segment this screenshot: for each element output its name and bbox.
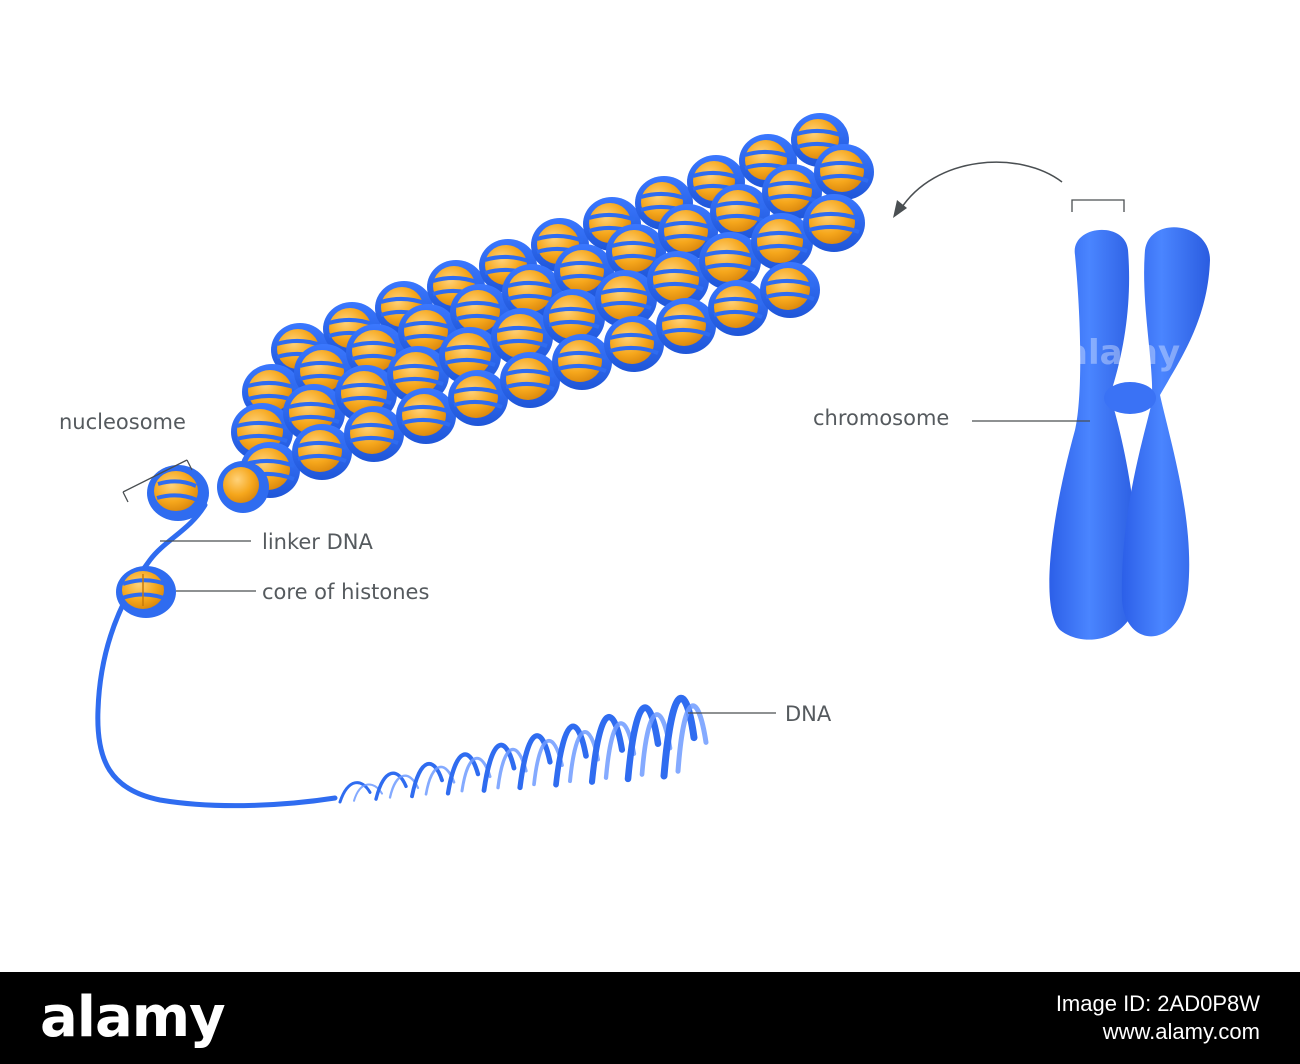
footer-brand-logo: alamy	[40, 985, 226, 1050]
helix-turn	[660, 694, 698, 780]
helix-turn	[624, 704, 662, 783]
helix-turn	[374, 771, 408, 801]
fiber-nucleosome	[658, 204, 718, 260]
fiber-nucleosome	[604, 316, 664, 372]
helix-turn	[588, 714, 626, 785]
fiber-nucleosome	[647, 251, 709, 309]
chromosome-bracket	[1071, 199, 1125, 212]
footer-image-id: Image ID: 2AD0P8W	[1055, 991, 1260, 1016]
nucleosome-bracket	[122, 459, 193, 503]
chromatin-diagram: nucleosome linker DNA core of histones D…	[59, 113, 1210, 809]
fiber-nucleosome	[439, 327, 501, 385]
helix-turn	[517, 733, 553, 791]
core-of-histones	[116, 566, 176, 618]
stock-footer-bar: alamy Image ID: 2AD0P8W www.alamy.com	[0, 972, 1300, 1064]
footer-meta: Image ID: 2AD0P8W www.alamy.com	[1056, 990, 1260, 1046]
chromosome-label: chromosome	[813, 406, 949, 430]
fiber-nucleosome	[335, 365, 397, 423]
fiber-nucleosome	[448, 370, 508, 426]
watermark-logo: alamy	[1065, 333, 1181, 373]
linker-dna-label: linker DNA	[262, 530, 373, 554]
fiber-nucleosome	[292, 424, 352, 480]
helix-turn	[553, 723, 589, 788]
fiber-nucleosome	[552, 334, 612, 390]
fiber-nucleosome	[751, 213, 813, 271]
fiber-nucleosome	[699, 232, 761, 290]
nucleosome-label: nucleosome	[59, 410, 186, 434]
fiber-nucleosome	[491, 308, 553, 366]
chromosome-shape	[1049, 227, 1210, 640]
dna-double-helix	[338, 694, 709, 804]
helix-turn	[410, 761, 444, 799]
fiber-nucleosome	[762, 164, 822, 220]
fiber-nucleosome	[396, 388, 456, 444]
helix-turn	[481, 742, 517, 793]
fiber-nucleosome	[231, 403, 293, 461]
footer-site: www.alamy.com	[1102, 1019, 1260, 1044]
fiber-nucleosome	[543, 289, 605, 347]
fiber-nucleosome	[344, 406, 404, 462]
chromatin-fiber	[231, 113, 874, 498]
fiber-nucleosome	[595, 270, 657, 328]
fiber-nucleosome	[760, 262, 820, 318]
fiber-nucleosome	[708, 280, 768, 336]
fiber-nucleosome	[656, 298, 716, 354]
magnify-arrow	[893, 161, 1063, 218]
fiber-nucleosome	[803, 194, 865, 252]
fiber-nucleosome	[814, 144, 874, 200]
helix-turn-back	[675, 703, 709, 774]
fiber-nucleosome	[500, 352, 560, 408]
dna-label: DNA	[785, 702, 832, 726]
helix-turn	[445, 752, 481, 796]
fiber-nucleosome	[710, 184, 770, 240]
helix-turn	[338, 781, 372, 804]
linker-dna-strand	[95, 502, 338, 809]
core-of-histones-label: core of histones	[262, 580, 429, 604]
nucleosome-single	[147, 461, 269, 521]
fiber-nucleosome	[450, 284, 510, 340]
